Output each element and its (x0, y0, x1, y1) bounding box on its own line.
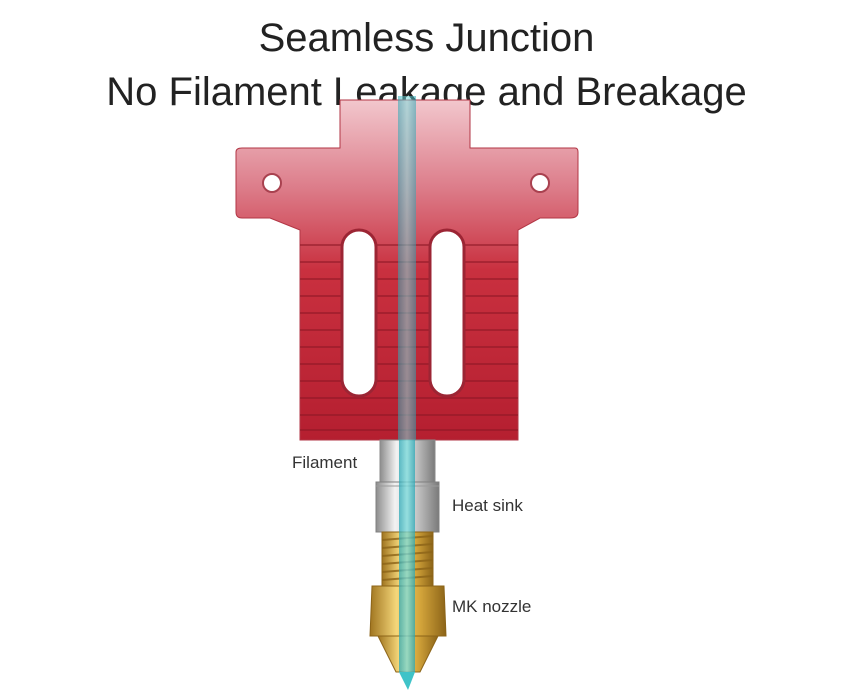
slot-right (428, 228, 466, 398)
mounting-hole-right (530, 173, 550, 193)
mounting-hole-left (262, 173, 282, 193)
callout-heat-sink: Heat sink (452, 496, 523, 515)
filament-strand (398, 96, 416, 690)
callout-filament: Filament (292, 453, 358, 472)
callout-mk-nozzle: MK nozzle (452, 597, 532, 616)
title-line-1: Seamless Junction (258, 16, 595, 60)
slot-left (340, 228, 378, 398)
